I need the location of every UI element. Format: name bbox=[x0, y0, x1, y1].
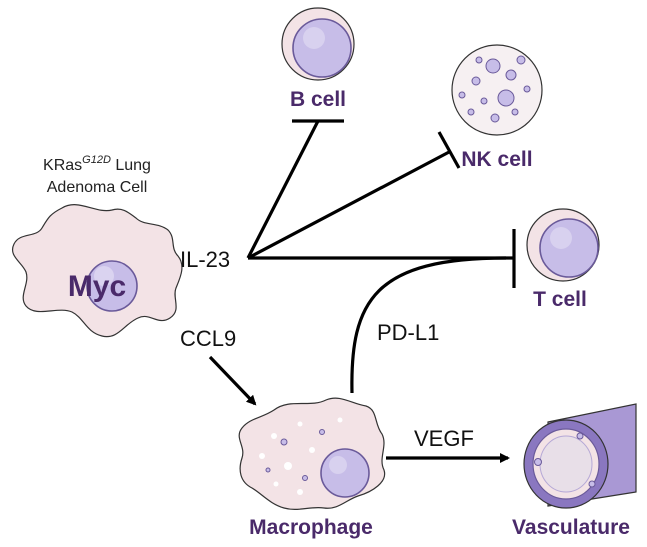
nk-granule bbox=[490, 113, 500, 123]
tumor-caption-suffix: Lung bbox=[111, 157, 151, 174]
macrophage-vacuole bbox=[297, 421, 303, 427]
macrophage bbox=[238, 397, 386, 511]
tumor-caption-superscript: G12D bbox=[82, 154, 111, 166]
macrophage-vacuole bbox=[284, 462, 292, 470]
macrophage-label: Macrophage bbox=[249, 516, 373, 539]
nk-granule bbox=[475, 56, 483, 64]
nk-cell-body bbox=[451, 44, 543, 136]
nk-granule bbox=[480, 97, 488, 105]
vessel-endothelial-nucleus bbox=[534, 458, 542, 466]
nk-cell bbox=[451, 44, 543, 136]
nk-granule bbox=[458, 91, 466, 99]
tumor-caption-line1: KRasG12D Lung bbox=[43, 154, 151, 174]
nk-granule bbox=[505, 69, 517, 81]
macrophage-nucleus-highlight bbox=[329, 456, 347, 474]
b-cell-label: B cell bbox=[290, 88, 346, 111]
macrophage-vacuole bbox=[273, 481, 279, 487]
nk-granule bbox=[516, 55, 526, 65]
il23-to-bcell-line bbox=[246, 120, 320, 259]
nk-granule bbox=[511, 108, 519, 116]
macrophage-vacuole bbox=[259, 453, 265, 459]
tumor-caption-prefix: KRas bbox=[43, 157, 82, 174]
macrophage-vacuole bbox=[337, 417, 343, 423]
t-cell-nucleus bbox=[539, 218, 599, 278]
ccl9-arrow bbox=[208, 355, 257, 406]
vessel-lumen bbox=[539, 435, 593, 493]
nk-granule bbox=[471, 76, 481, 86]
b-cell bbox=[281, 7, 355, 81]
vasculature bbox=[523, 403, 637, 509]
macrophage-granule bbox=[302, 475, 308, 481]
macrophage-vacuole bbox=[297, 489, 303, 495]
t-cell-label: T cell bbox=[533, 288, 587, 311]
pdl1-label: PD-L1 bbox=[377, 320, 439, 345]
tumor-nucleus-highlight bbox=[94, 266, 114, 286]
macrophage-granule bbox=[265, 467, 271, 473]
t-cell-highlight bbox=[550, 227, 572, 249]
edges bbox=[208, 119, 516, 463]
vessel-endothelial-nucleus bbox=[588, 480, 596, 488]
vasculature-label: Vasculature bbox=[512, 516, 630, 539]
nk-granule bbox=[497, 89, 515, 107]
myc-label: Myc bbox=[68, 270, 126, 303]
nkcell-inhibition-bar bbox=[437, 131, 461, 169]
macrophage-vacuole bbox=[271, 433, 277, 439]
macrophage-vacuole bbox=[309, 447, 315, 453]
macrophage-nucleus bbox=[320, 448, 370, 498]
tumor-caption-line2: Adenoma Cell bbox=[47, 179, 148, 196]
nk-granule bbox=[467, 108, 475, 116]
vegf-label: VEGF bbox=[414, 426, 474, 451]
macrophage-granule bbox=[280, 438, 288, 446]
pdl1-curve bbox=[350, 256, 507, 394]
ccl9-label: CCL9 bbox=[180, 326, 236, 351]
macrophage-granule bbox=[319, 429, 325, 435]
il23-label: IL-23 bbox=[180, 247, 230, 272]
b-cell-highlight bbox=[303, 27, 325, 49]
tumor-cell: Myc bbox=[12, 204, 183, 338]
b-cell-nucleus bbox=[292, 18, 352, 78]
nk-granule bbox=[485, 58, 501, 74]
nk-granule bbox=[523, 85, 531, 93]
nk-cell-label: NK cell bbox=[461, 148, 532, 171]
vessel-endothelial-nucleus bbox=[576, 432, 584, 440]
il23-to-nkcell-line bbox=[247, 149, 452, 260]
t-cell bbox=[526, 208, 600, 282]
